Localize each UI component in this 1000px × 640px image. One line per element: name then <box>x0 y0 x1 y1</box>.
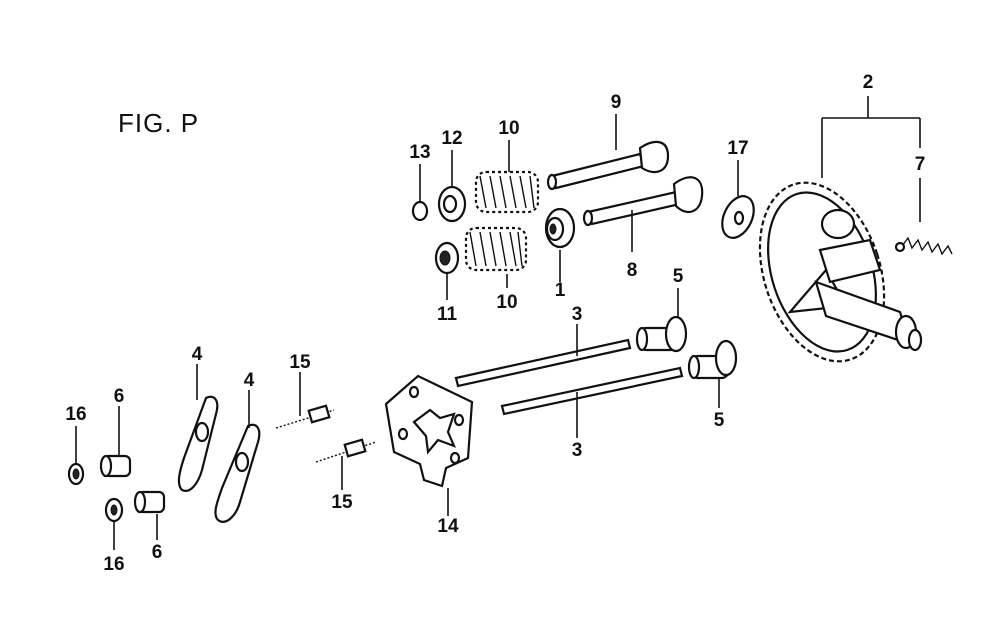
callout-10b: 10 <box>496 292 517 313</box>
push-rod-3-upper <box>454 338 632 388</box>
callout-16a: 16 <box>65 404 86 425</box>
callout-14: 14 <box>437 516 459 537</box>
figure-title: FIG. P <box>118 108 200 138</box>
callout-8: 8 <box>627 260 638 281</box>
callout-6a: 6 <box>114 386 125 407</box>
tappet-5-lower <box>687 339 738 380</box>
nut-16-upper <box>67 462 85 486</box>
nut-16-lower <box>104 497 124 523</box>
callout-4a: 4 <box>192 344 203 365</box>
pivot-6-lower <box>133 490 166 514</box>
valve-9 <box>546 140 670 191</box>
stud-15-lower <box>315 438 377 463</box>
retainer-11 <box>434 241 460 275</box>
callout-13: 13 <box>409 142 430 163</box>
tappet-5-upper <box>635 315 688 353</box>
cotter-13 <box>411 200 429 222</box>
callout-7: 7 <box>915 154 926 175</box>
callouts: 1 2 3 3 4 4 5 5 6 6 7 8 9 10 10 11 12 13… <box>65 72 925 575</box>
callout-1: 1 <box>555 280 566 301</box>
callout-17: 17 <box>727 138 748 159</box>
rocker-arm-4-left <box>177 395 219 492</box>
callout-5a: 5 <box>673 266 684 287</box>
valve-spring-10-lower <box>464 226 528 272</box>
callout-3b: 3 <box>572 440 583 461</box>
callout-2: 2 <box>863 72 874 93</box>
valve-8 <box>582 176 704 227</box>
callout-5b: 5 <box>714 410 725 431</box>
valve-cap-1 <box>544 207 576 249</box>
callout-9: 9 <box>611 92 622 113</box>
callout-12: 12 <box>441 128 462 149</box>
pivot-6-upper <box>99 454 132 478</box>
rocker-arm-4-right <box>214 423 261 523</box>
camshaft-gear <box>758 181 923 363</box>
valve-spring-10-upper <box>474 170 540 214</box>
washer-17 <box>721 195 755 239</box>
callout-6b: 6 <box>152 542 163 563</box>
callout-3a: 3 <box>572 304 583 325</box>
guide-plate-14 <box>384 374 474 488</box>
spring-7 <box>894 236 953 256</box>
retainer-12 <box>437 185 467 223</box>
callout-4b: 4 <box>244 370 255 391</box>
stud-15-upper <box>275 404 335 429</box>
leader-lines <box>75 96 921 550</box>
callout-16b: 16 <box>103 554 124 575</box>
callout-15b: 15 <box>331 492 353 513</box>
callout-10a: 10 <box>498 118 519 139</box>
push-rod-3-lower <box>500 366 684 416</box>
callout-11: 11 <box>437 304 458 325</box>
callout-15a: 15 <box>289 352 311 373</box>
